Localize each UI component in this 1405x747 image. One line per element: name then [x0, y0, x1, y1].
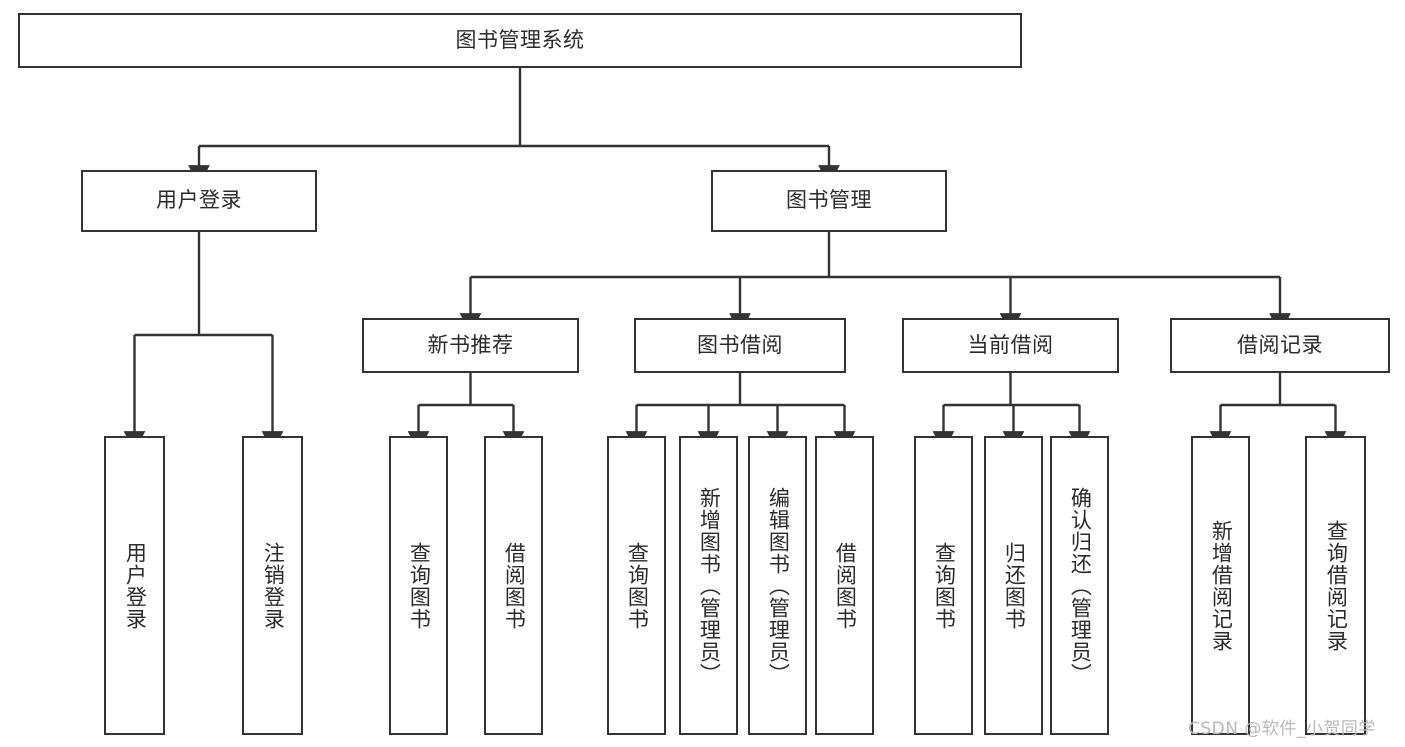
- node-book-borrow[interactable]: 图书借阅: [634, 318, 846, 373]
- leaf-node[interactable]: 归还图书: [984, 436, 1043, 735]
- leaf-node-label: 查询图书: [407, 541, 432, 630]
- leaf-node[interactable]: 查询图书: [914, 436, 973, 735]
- node-current-borrow[interactable]: 当前借阅: [902, 318, 1119, 373]
- node-new-book-recommend-label: 新书推荐: [427, 332, 514, 357]
- leaf-node-label: 查询借阅记录: [1324, 519, 1349, 652]
- node-root[interactable]: 图书管理系统: [18, 13, 1022, 68]
- node-new-book-recommend[interactable]: 新书推荐: [362, 318, 579, 373]
- node-book-borrow-label: 图书借阅: [697, 332, 783, 357]
- leaf-node[interactable]: 新增图书（管理员）: [679, 436, 738, 735]
- node-user-login[interactable]: 用户登录: [81, 170, 317, 232]
- leaf-node-label: 编辑图书（管理员）: [766, 486, 791, 685]
- node-book-management[interactable]: 图书管理: [711, 170, 947, 232]
- leaf-node-label: 归还图书: [1002, 541, 1027, 630]
- leaf-node[interactable]: 查询图书: [607, 436, 666, 735]
- leaf-node-label: 新增借阅记录: [1209, 519, 1234, 652]
- leaf-node-label: 注销登录: [261, 541, 286, 630]
- node-borrow-record-label: 借阅记录: [1237, 332, 1323, 357]
- leaf-node[interactable]: 借阅图书: [815, 436, 874, 735]
- node-book-management-label: 图书管理: [786, 188, 872, 213]
- leaf-node[interactable]: 注销登录: [242, 436, 303, 735]
- node-borrow-record[interactable]: 借阅记录: [1170, 318, 1390, 373]
- leaf-node-label: 查询图书: [932, 541, 957, 630]
- leaf-node[interactable]: 编辑图书（管理员）: [748, 436, 807, 735]
- leaf-node-label: 查询图书: [625, 541, 650, 630]
- leaf-node[interactable]: 确认归还（管理员）: [1050, 436, 1109, 735]
- node-current-borrow-label: 当前借阅: [967, 332, 1054, 357]
- leaf-node-label: 新增图书（管理员）: [697, 486, 722, 685]
- leaf-node[interactable]: 查询借阅记录: [1305, 436, 1366, 735]
- leaf-node-label: 借阅图书: [833, 541, 858, 630]
- leaf-node[interactable]: 新增借阅记录: [1191, 436, 1250, 735]
- leaf-node-label: 确认归还（管理员）: [1068, 486, 1093, 685]
- leaf-node[interactable]: 借阅图书: [484, 436, 543, 735]
- leaf-node[interactable]: 用户登录: [104, 436, 165, 735]
- leaf-node-label: 用户登录: [123, 541, 148, 630]
- leaf-node-label: 借阅图书: [502, 541, 527, 630]
- node-user-login-label: 用户登录: [156, 188, 242, 213]
- watermark-text: CSDN @软件_小贺同学: [1188, 719, 1376, 739]
- node-root-label: 图书管理系统: [455, 27, 585, 52]
- leaf-node[interactable]: 查询图书: [389, 436, 448, 735]
